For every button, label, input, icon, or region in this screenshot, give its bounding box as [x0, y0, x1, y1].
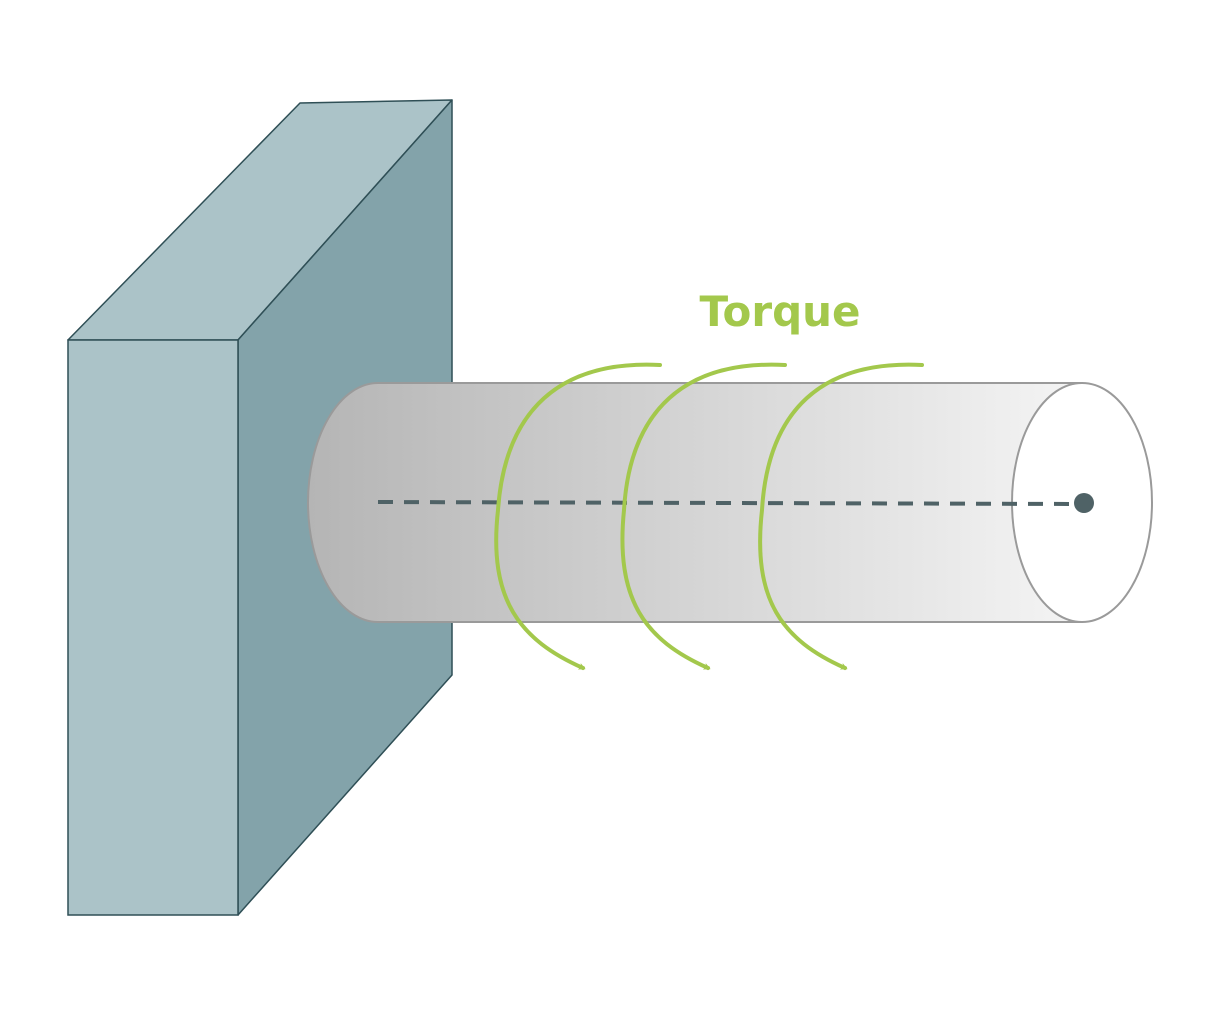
torque-label: Torque	[699, 287, 860, 336]
torque-arrow	[758, 362, 924, 670]
torque-arrow	[494, 362, 662, 670]
torque-arrows	[494, 362, 924, 670]
torque-arrow	[620, 362, 787, 670]
wall-front-face	[67, 339, 239, 916]
axis-center-point	[1074, 493, 1094, 513]
center-axis	[377, 500, 1083, 506]
